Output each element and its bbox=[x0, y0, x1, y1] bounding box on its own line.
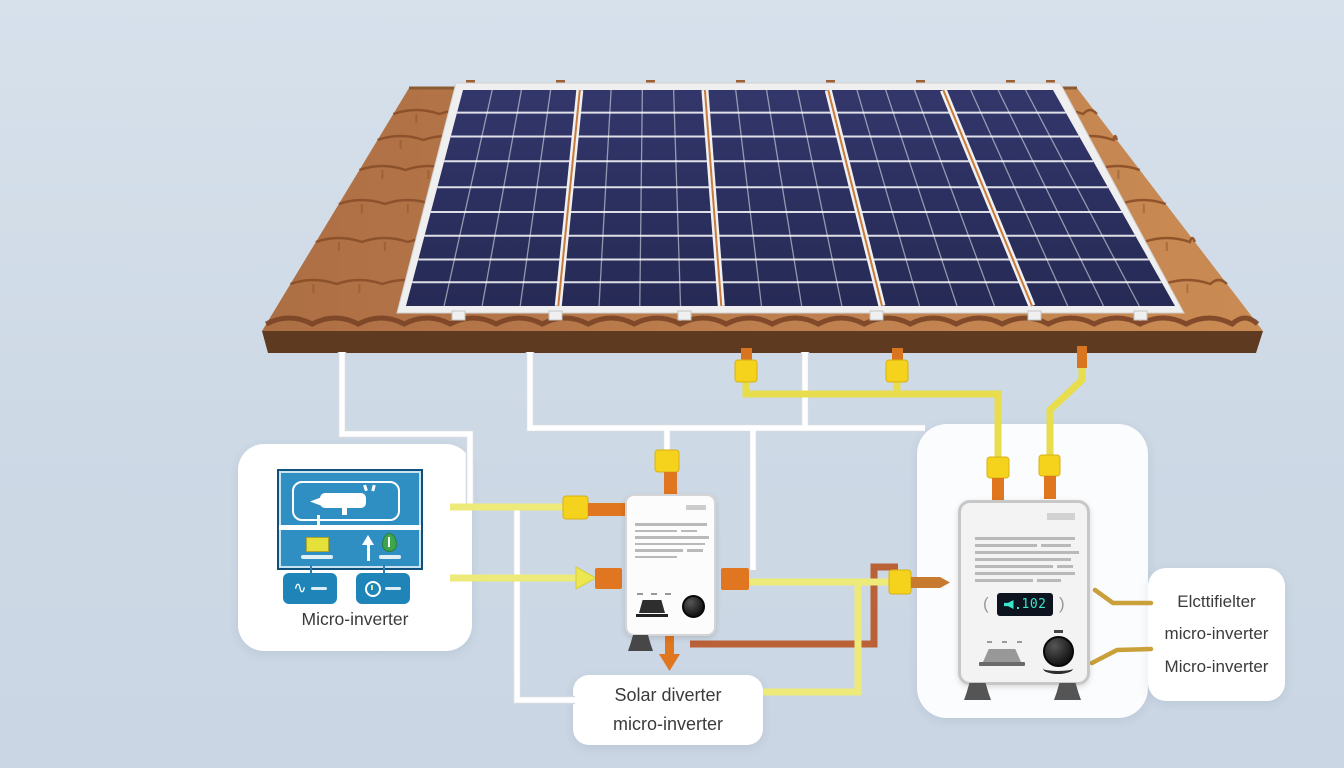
micro-inverter-card: ∿ Micro-inverter bbox=[238, 444, 472, 651]
device-foot bbox=[1054, 683, 1081, 700]
knob-pointer bbox=[1054, 630, 1063, 633]
device-foot bbox=[964, 683, 991, 700]
cable-diverter-riser bbox=[763, 584, 862, 696]
knob-icon bbox=[682, 595, 705, 618]
connector-stub-orange bbox=[664, 472, 677, 496]
switch-icon bbox=[979, 649, 1025, 666]
inverter-silhouette-icon bbox=[320, 493, 366, 508]
tiny-caption-bar bbox=[379, 555, 401, 559]
tiny-caption-bar bbox=[385, 587, 401, 590]
spark-icon bbox=[371, 484, 376, 492]
solar-diverter-label-card: Solar diverter micro-inverter bbox=[573, 675, 763, 745]
battery-icon bbox=[306, 537, 329, 552]
micro-inverter-label: Micro-inverter bbox=[301, 609, 409, 629]
solar-diverter-label-line1: Solar diverter bbox=[614, 685, 722, 705]
connector-orange bbox=[595, 568, 622, 589]
up-arrow-icon bbox=[362, 535, 374, 545]
roof-stub-a bbox=[741, 348, 752, 364]
roof-stub-b bbox=[892, 348, 903, 364]
roof-illustration bbox=[262, 80, 1263, 353]
diagram-link-line bbox=[383, 565, 385, 573]
diagram-device-outline bbox=[292, 481, 400, 521]
solar-panel-array bbox=[396, 82, 1185, 321]
mounting-feet bbox=[451, 310, 1148, 321]
device-foot bbox=[628, 635, 653, 651]
sine-wave-icon: ∿ bbox=[293, 579, 307, 597]
display-paren-right: ) bbox=[1059, 594, 1065, 613]
connector-yellow bbox=[885, 359, 909, 383]
tiny-caption-bar bbox=[310, 587, 327, 590]
switch-ticks bbox=[987, 641, 1022, 643]
right-label-line1: Elcttifielter bbox=[1177, 591, 1256, 611]
device-fine-print bbox=[975, 537, 1079, 586]
display-value: 102 bbox=[1021, 597, 1047, 612]
spark-icon bbox=[363, 484, 368, 492]
display-paren-left: ( bbox=[983, 594, 989, 613]
device-fine-print bbox=[635, 523, 709, 562]
roof-fascia bbox=[262, 331, 1263, 353]
connector-stub-orange bbox=[588, 503, 625, 516]
connector-yellow bbox=[734, 359, 758, 383]
device-label-bar bbox=[1047, 513, 1075, 520]
roof-stub-c bbox=[1077, 346, 1087, 368]
cable-dark-orange-loop bbox=[690, 563, 898, 648]
wire-roof-bus bbox=[527, 352, 925, 431]
power-icon bbox=[365, 580, 381, 597]
connector-yellow bbox=[654, 449, 680, 473]
indicator-dashes bbox=[637, 593, 671, 595]
mid-inverter-device bbox=[625, 494, 716, 636]
connector-yellow bbox=[562, 495, 589, 520]
up-arrow-icon bbox=[367, 545, 370, 561]
diagram-link-line bbox=[310, 565, 312, 573]
right-inverter-device: ( 102 ) bbox=[958, 500, 1090, 685]
connector-yellow bbox=[888, 569, 912, 595]
power-chip bbox=[356, 573, 410, 604]
connector-orange bbox=[721, 568, 749, 590]
solar-diverter-label-line2: micro-inverter bbox=[612, 714, 723, 734]
right-labels-card: Elcttifielter micro-inverter Micro-inver… bbox=[1148, 568, 1285, 701]
micro-inverter-diagram bbox=[277, 469, 423, 570]
right-label-line3: Micro-inverter bbox=[1164, 656, 1269, 676]
diagram-divider bbox=[279, 525, 421, 530]
device-label-bar bbox=[686, 505, 706, 510]
digital-display: 102 bbox=[997, 593, 1053, 616]
knob-icon bbox=[1043, 636, 1074, 667]
device-nozzle-icon bbox=[310, 497, 322, 506]
tiny-caption-bar bbox=[301, 555, 333, 559]
right-label-line2: micro-inverter bbox=[1164, 624, 1269, 644]
wire-to-diverter-label bbox=[514, 510, 575, 703]
display-dot bbox=[1016, 606, 1019, 609]
ac-wave-chip: ∿ bbox=[283, 573, 337, 604]
orange-down-arrow-icon bbox=[659, 636, 680, 671]
device-leg-icon bbox=[342, 508, 347, 515]
knob-shadow-arc bbox=[1043, 663, 1073, 674]
yellow-arrow-icon bbox=[575, 566, 598, 590]
panel-module-icon bbox=[636, 600, 668, 617]
roof-brackets bbox=[466, 80, 1055, 88]
leaf-icon bbox=[382, 533, 397, 552]
speaker-icon bbox=[1003, 600, 1014, 609]
diagram-connector-line bbox=[317, 515, 320, 527]
